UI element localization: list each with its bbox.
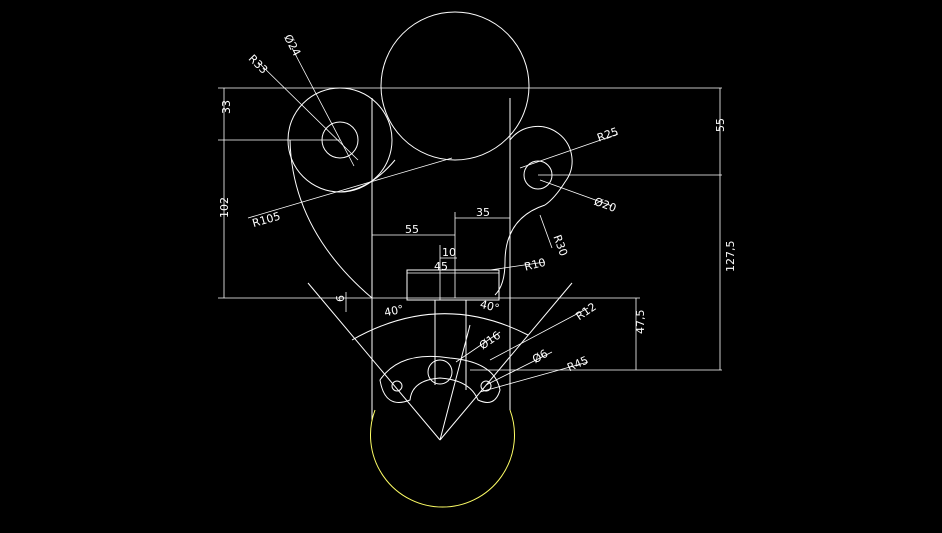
label-40-left: 40° <box>383 303 405 320</box>
label-45: 45 <box>434 260 448 273</box>
label-d20: Ø20 <box>592 195 618 215</box>
label-r45: R45 <box>565 354 590 375</box>
label-d6: Ø6 <box>530 347 550 366</box>
label-r10: R10 <box>523 256 547 274</box>
center-hole-circle <box>427 359 453 385</box>
label-55-mid: 55 <box>405 223 419 236</box>
right-angle-ray <box>439 282 573 441</box>
label-102: 102 <box>218 197 231 218</box>
label-r30: R30 <box>550 233 570 258</box>
right-small-hole <box>480 380 492 392</box>
lower-r45-arc <box>370 409 515 508</box>
top-large-circle <box>380 11 530 161</box>
slot-rect <box>406 269 500 301</box>
tangent-arc <box>339 159 396 193</box>
label-r33: R33 <box>246 52 270 76</box>
label-r25: R25 <box>595 125 620 145</box>
label-d24: Ø24 <box>281 32 303 58</box>
label-127-5: 127,5 <box>724 241 737 273</box>
angle-40-arc <box>351 313 529 341</box>
label-6: 6 <box>334 295 347 302</box>
label-r105: R105 <box>251 210 282 230</box>
label-r12: R12 <box>573 300 598 323</box>
dimension-labels: R33 Ø24 33 102 R105 R25 55 Ø20 127,5 55 … <box>218 32 737 374</box>
center-ray <box>439 324 471 441</box>
dimension-lines <box>218 47 722 393</box>
label-47-5: 47,5 <box>634 310 647 335</box>
lower-link-shape <box>379 355 501 403</box>
left-angle-ray <box>307 282 441 441</box>
label-35: 35 <box>476 206 490 219</box>
label-55-right: 55 <box>714 118 727 132</box>
left-small-hole <box>391 380 403 392</box>
right-boss-arc <box>509 125 573 206</box>
part-outline <box>287 11 573 508</box>
label-10: 10 <box>442 246 456 259</box>
label-40-right: 40° <box>479 298 501 315</box>
r30-arc <box>494 204 546 296</box>
label-33: 33 <box>220 100 233 114</box>
r105-arc <box>289 139 373 299</box>
